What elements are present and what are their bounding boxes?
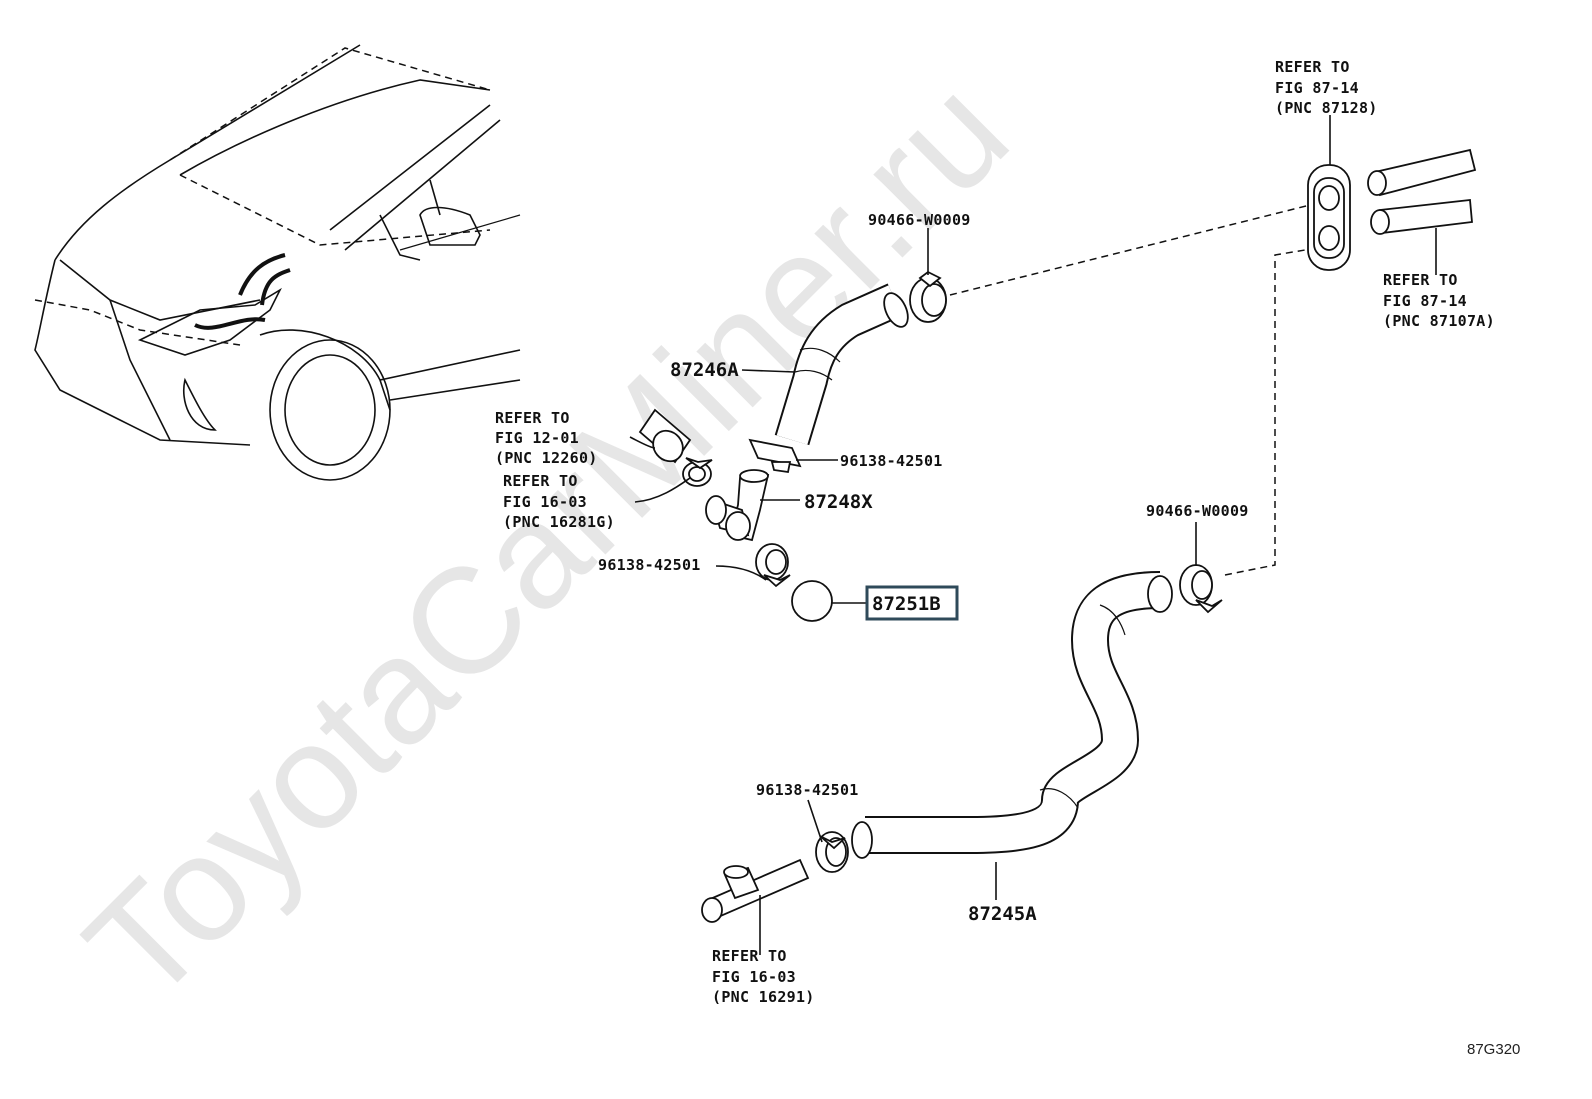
ref-fig1603-upper-line1: REFER TO <box>503 472 578 490</box>
clip-left-upper <box>634 457 713 503</box>
ref-fig8714-top-line2: FIG 87-14 <box>1275 79 1359 97</box>
label-clip-upper: 96138-42501 <box>840 452 943 470</box>
clamp-90466-right <box>1179 522 1223 614</box>
label-clip-lower: 96138-42501 <box>756 781 859 799</box>
ref-fig1201-line1: REFER TO <box>495 409 570 427</box>
connection-lines <box>949 204 1311 576</box>
pipe-fig1603-lower <box>701 858 810 955</box>
ref-fig8714-right-line2: FIG 87-14 <box>1383 292 1467 310</box>
ref-fig8714-right-line3: (PNC 87107A) <box>1383 312 1495 330</box>
label-87248x: 87248X <box>804 491 873 513</box>
label-87246a: 87246A <box>670 359 739 381</box>
ref-fig1603-upper-line2: FIG 16-03 <box>503 493 587 511</box>
ref-fig1603-upper-line3: (PNC 16281G) <box>503 513 615 531</box>
ref-fig1201-line3: (PNC 12260) <box>495 449 598 467</box>
heater-grommet <box>1307 115 1477 275</box>
ref-fig8714-top-line1: REFER TO <box>1275 58 1350 76</box>
label-87251b: 87251B <box>872 593 941 615</box>
ref-fig1603-lower-line1: REFER TO <box>712 947 787 965</box>
cap-87251b <box>791 580 959 622</box>
vehicle-sketch <box>34 44 521 481</box>
ref-fig1603-lower-line3: (PNC 16291) <box>712 988 815 1006</box>
tee-joint-87248x <box>705 469 800 542</box>
label-clip-mid: 96138-42501 <box>598 556 701 574</box>
highlight-87251b <box>865 585 959 621</box>
ref-fig8714-top-line3: (PNC 87128) <box>1275 99 1378 117</box>
clip-96138-upper <box>748 438 838 474</box>
label-87245a: 87245A <box>968 903 1037 925</box>
labels: 87246A 87248X 87251B 87245A 90466-W0009 … <box>495 58 1520 1058</box>
figure-code: 87G320 <box>1467 1041 1520 1058</box>
label-clamp-top: 90466-W0009 <box>868 211 971 229</box>
pipe-end-fig1201 <box>629 408 692 464</box>
ref-fig8714-right-line1: REFER TO <box>1383 271 1458 289</box>
hose-87246a <box>741 283 909 446</box>
clip-96138-lower <box>807 799 849 873</box>
hose-87245a <box>851 571 1173 900</box>
label-clamp-right: 90466-W0009 <box>1146 502 1249 520</box>
watermark: ToyotaCarMiner.ru <box>54 47 1039 1032</box>
ref-fig1201-line2: FIG 12-01 <box>495 429 579 447</box>
clip-96138-mid <box>715 543 791 588</box>
clamp-90466-top <box>909 228 947 323</box>
ref-fig1603-lower-line2: FIG 16-03 <box>712 968 796 986</box>
